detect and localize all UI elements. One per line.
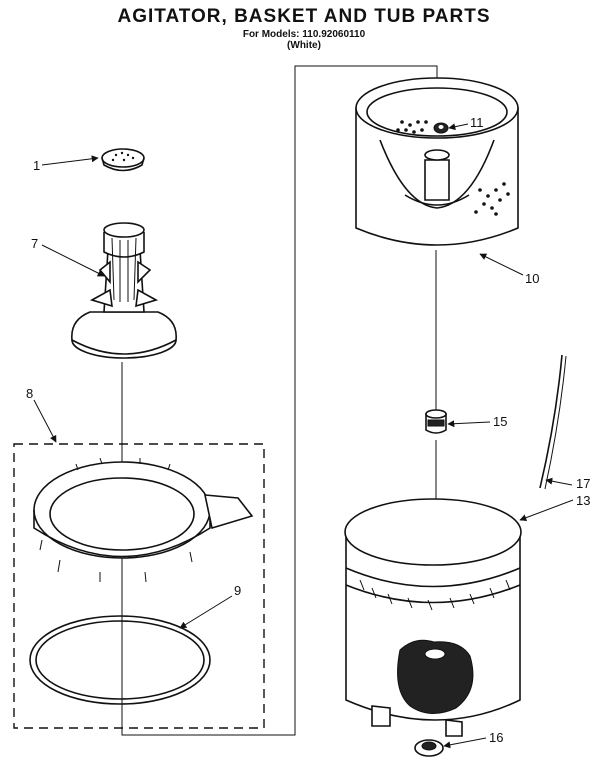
- overflow-hose: [539, 354, 563, 489]
- callout-13: 13: [576, 493, 590, 508]
- assembly-connector-line: [121, 65, 438, 736]
- leader-11: [448, 123, 469, 131]
- leader-16: [443, 737, 487, 749]
- leader-7: [41, 244, 105, 277]
- basket-drive-nut: [433, 122, 449, 134]
- leader-13: [519, 499, 574, 522]
- color-line: (White): [287, 40, 321, 51]
- callout-16: 16: [489, 730, 503, 745]
- leader-9: [179, 595, 233, 629]
- tub-ring-kit-box: [13, 443, 265, 729]
- callout-11: 11: [470, 115, 484, 130]
- leader-10: [479, 253, 524, 276]
- callout-9: 9: [234, 583, 241, 598]
- tub-ring: [33, 457, 254, 583]
- callout-17: 17: [576, 476, 590, 491]
- models-line: For Models: 110.92060110: [242, 29, 366, 40]
- leader-15: [447, 420, 491, 428]
- callout-8: 8: [26, 386, 33, 401]
- leader-17: [545, 477, 573, 486]
- outer-tub: [344, 498, 522, 737]
- callout-7: 7: [31, 236, 38, 251]
- drive-coupling: [425, 409, 447, 434]
- wash-basket: [355, 77, 519, 246]
- callout-10: 10: [525, 271, 539, 286]
- leader-1: [41, 155, 99, 166]
- callout-1: 1: [33, 158, 40, 173]
- agitator: [71, 222, 177, 359]
- agitator-cap: [101, 148, 145, 172]
- tub-bearing-seal: [414, 739, 444, 757]
- leader-8: [33, 399, 57, 443]
- tub-seal-ring: [29, 615, 211, 705]
- diagram-title: AGITATOR, BASKET AND TUB PARTS: [117, 6, 491, 27]
- callout-15: 15: [493, 414, 507, 429]
- basket-holes: [396, 120, 510, 216]
